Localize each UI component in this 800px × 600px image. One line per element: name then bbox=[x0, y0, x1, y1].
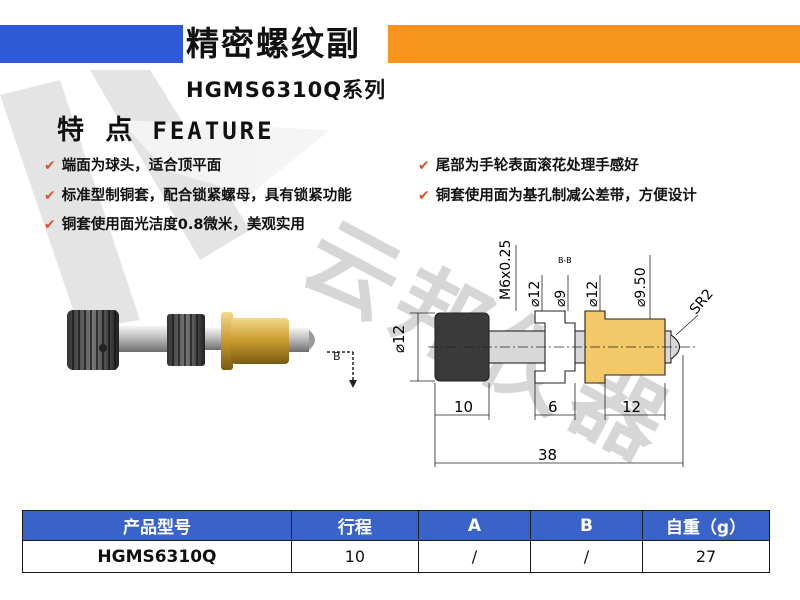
watermark-stroke bbox=[0, 80, 140, 330]
series-subtitle: HGMS6310Q系列 bbox=[186, 78, 387, 102]
header-bar-orange bbox=[388, 25, 800, 63]
table-cell: 27 bbox=[641, 540, 771, 573]
feature-item: ✔标准型制铜套，配合锁紧螺母，具有锁紧功能 bbox=[44, 188, 352, 204]
section-label: B bbox=[333, 350, 341, 363]
shaft bbox=[119, 326, 171, 352]
thread-section bbox=[205, 328, 225, 350]
brass-flange bbox=[221, 312, 233, 370]
dim-label: 38 bbox=[538, 446, 557, 464]
section-arrow bbox=[349, 380, 357, 388]
check-icon: ✔ bbox=[44, 188, 56, 204]
dim-label: M6x0.25 bbox=[498, 240, 514, 300]
dim-label: 6 bbox=[548, 398, 558, 416]
brass-sleeve bbox=[231, 318, 289, 364]
tip-shaft bbox=[289, 328, 309, 352]
knurled-knob bbox=[67, 310, 119, 370]
table-cell: / bbox=[417, 540, 531, 573]
dim-label: SR2 bbox=[687, 286, 717, 317]
knurl-lines bbox=[72, 310, 116, 370]
lock-nut bbox=[167, 314, 205, 366]
table-cell: / bbox=[529, 540, 643, 573]
check-icon: ✔ bbox=[44, 158, 56, 174]
dim-label: ⌀12 bbox=[390, 325, 408, 353]
dim-label: ⌀9 bbox=[553, 290, 569, 307]
product-photo: B bbox=[67, 310, 357, 388]
header-bar-blue bbox=[0, 25, 183, 63]
ball-tip bbox=[309, 330, 315, 350]
table-cell: 10 bbox=[290, 540, 419, 573]
feature-item: ✔尾部为手轮表面滚花处理手感好 bbox=[418, 158, 639, 174]
feature-heading-en: FEATURE bbox=[152, 117, 275, 145]
column-header: 产品型号 bbox=[22, 510, 292, 541]
column-header: 行程 bbox=[290, 510, 419, 541]
column-header: 自重（g） bbox=[641, 510, 771, 541]
technical-drawing: ⌀12 10 6 12 38 M6x0.25 ⌀12 B-B ⌀9 ⌀12 ⌀9… bbox=[390, 240, 717, 467]
pin-hole bbox=[99, 344, 107, 352]
dim-label: ⌀12 bbox=[585, 281, 601, 307]
check-icon: ✔ bbox=[418, 188, 430, 204]
watermark-stroke bbox=[120, 120, 330, 195]
page-title: 精密螺纹副 bbox=[186, 24, 361, 63]
feature-item: ✔铜套使用面光洁度0.8微米，美观实用 bbox=[44, 217, 305, 233]
check-icon: ✔ bbox=[418, 158, 430, 174]
column-header: B bbox=[529, 510, 643, 541]
table-cell: HGMS6310Q bbox=[22, 540, 292, 573]
drawing-knob bbox=[434, 312, 490, 382]
dim-label: ⌀9.50 bbox=[633, 267, 649, 307]
dim-label: ⌀12 bbox=[527, 281, 543, 307]
dim-label: 12 bbox=[622, 398, 641, 416]
drawing-sleeve bbox=[584, 310, 666, 384]
feature-item: ✔铜套使用面为基孔制减公差带，方便设计 bbox=[418, 188, 697, 204]
feature-item: ✔端面为球头，适合顶平面 bbox=[44, 158, 222, 174]
feature-heading: 特 点 FEATURE bbox=[57, 108, 275, 147]
feature-heading-cn: 特 点 bbox=[57, 115, 139, 146]
spec-table: 产品型号 行程 A B 自重（g） HGMS6310Q 10 / / 27 bbox=[22, 510, 771, 573]
check-icon: ✔ bbox=[44, 217, 56, 233]
nut-lines bbox=[172, 314, 198, 366]
dim-label: 10 bbox=[454, 398, 473, 416]
dim-label: B-B bbox=[558, 256, 572, 265]
table-header-row: 产品型号 行程 A B 自重（g） bbox=[22, 510, 771, 541]
column-header: A bbox=[417, 510, 531, 541]
table-row: HGMS6310Q 10 / / 27 bbox=[22, 540, 771, 573]
